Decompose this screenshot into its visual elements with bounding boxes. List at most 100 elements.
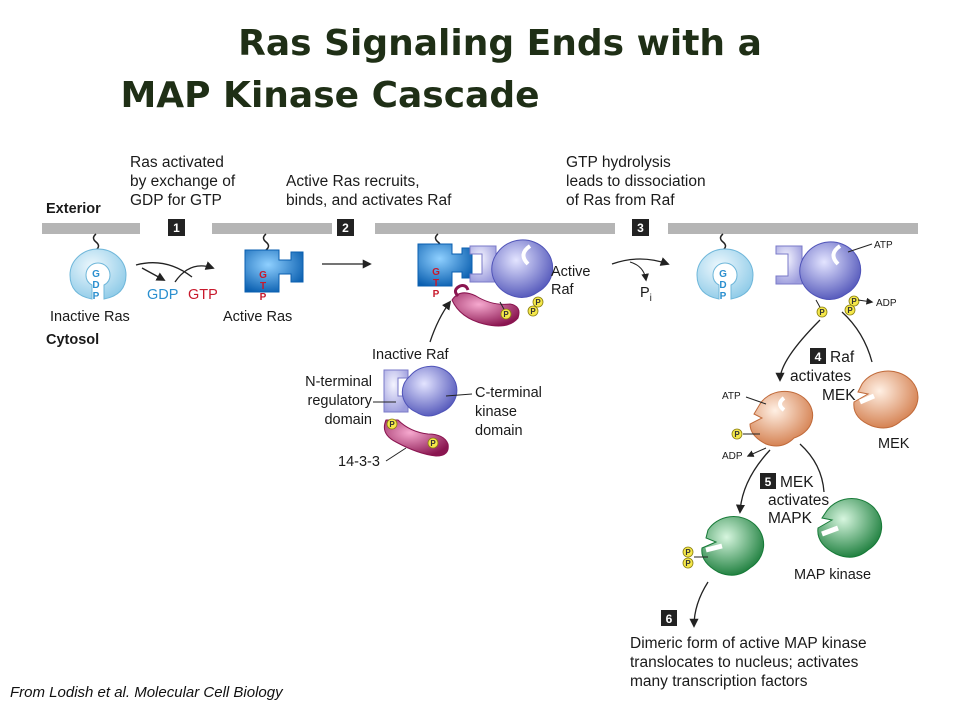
step-2-caption: Active Ras recruits, binds, and activate… [286, 173, 452, 209]
svg-text:MEK: MEK [822, 387, 856, 404]
step-1-caption: Ras activated by exchange of GDP for GTP [130, 154, 236, 209]
svg-text:regulatory: regulatory [308, 393, 373, 409]
membrane-segment [42, 223, 140, 234]
atp-leader-mek [745, 396, 767, 405]
membrane-segment [212, 223, 332, 234]
svg-text:P: P [847, 306, 853, 315]
svg-text:P: P [819, 308, 825, 317]
title-line-1: Ras Signaling Ends with a [238, 23, 762, 64]
svg-text:P: P [430, 439, 436, 448]
step-6-badge: 6 [661, 610, 677, 626]
svg-text:kinase: kinase [475, 404, 517, 420]
step-6-caption: Dimeric form of active MAP kinase transl… [630, 635, 867, 690]
inactive-ras-label: Inactive Ras [50, 309, 130, 325]
inactive-ras-released: G D P [696, 233, 754, 302]
svg-text:2: 2 [342, 221, 349, 235]
active-raf-label-2: Raf [551, 282, 575, 298]
raf-recruit-arrow [429, 300, 452, 343]
gdp-out-arrow [135, 262, 193, 278]
svg-text:binds, and activates Raf: binds, and activates Raf [286, 192, 452, 209]
svg-text:P: P [734, 430, 740, 439]
svg-text:domain: domain [324, 412, 372, 428]
svg-text:1: 1 [173, 221, 180, 235]
mapk-inactive [817, 498, 883, 558]
n-terminal-label: N-terminal regulatory domain [305, 374, 373, 428]
step-1-badge: 1 [168, 219, 185, 236]
svg-text:G: G [719, 269, 727, 280]
svg-text:5: 5 [765, 475, 772, 489]
svg-text:G: G [92, 269, 100, 280]
adp-arrow-raf [857, 297, 874, 305]
svg-text:P: P [535, 298, 541, 307]
svg-text:P: P [720, 291, 727, 302]
svg-text:Dimeric form of active MAP kin: Dimeric form of active MAP kinase [630, 635, 867, 652]
step-5-badge: 5 [760, 473, 776, 489]
source-credit: From Lodish et al. Molecular Cell Biolog… [10, 684, 283, 701]
svg-text:MAPK: MAPK [768, 510, 813, 527]
svg-text:P: P [530, 307, 536, 316]
step-2-badge: 2 [337, 219, 354, 236]
svg-text:Ras activated: Ras activated [130, 154, 224, 171]
step-4-badge: 4 [810, 348, 826, 364]
atp-label-raf: ATP [874, 240, 893, 251]
step-3-badge: 3 [632, 219, 649, 236]
svg-text:many transcription factors: many transcription factors [630, 673, 808, 690]
protein-1433-leader [385, 447, 407, 462]
step-5-caption: MEK activates MAPK [768, 474, 829, 527]
membrane-segment [668, 223, 918, 234]
svg-text:C-terminal: C-terminal [475, 385, 542, 401]
page-title: Ras Signaling Ends with a MAP Kinase Cas… [0, 18, 960, 122]
active-ras: G T P [244, 233, 304, 303]
gtp-label: GTP [188, 287, 218, 303]
atp-label-mek: ATP [722, 391, 741, 402]
svg-text:P: P [685, 548, 691, 557]
gtp-in-arrow [174, 261, 215, 283]
svg-text:4: 4 [815, 350, 822, 364]
svg-text:GDP for GTP: GDP for GTP [130, 192, 222, 209]
svg-text:translocates to nucleus; activ: translocates to nucleus; activates [630, 654, 859, 671]
inactive-raf: P P [383, 365, 458, 457]
hydrolysis-arrow [611, 257, 670, 266]
svg-text:G: G [432, 267, 440, 278]
active-raf-free: P P P [775, 241, 862, 318]
svg-text:activates: activates [768, 492, 829, 509]
mek-loop-line [841, 311, 873, 363]
svg-text:P: P [93, 291, 100, 302]
mek-inactive [853, 370, 919, 429]
c-terminal-label: C-terminal kinase domain [475, 385, 542, 439]
mapk-active: P P [682, 516, 765, 576]
svg-text:activates: activates [790, 368, 851, 385]
phosphate-group: P P P [499, 296, 544, 320]
ras-raf-complex: G T P P P P [417, 233, 554, 327]
protein-1433-label: 14-3-3 [338, 454, 380, 470]
adp-label-mek: ADP [722, 451, 743, 462]
svg-text:6: 6 [666, 612, 673, 626]
membrane [42, 223, 918, 234]
inactive-raf-label: Inactive Raf [372, 347, 450, 363]
mapk-loop-line [799, 443, 825, 493]
svg-text:T: T [260, 281, 266, 292]
svg-text:T: T [433, 278, 439, 289]
svg-text:Active Ras recruits,: Active Ras recruits, [286, 173, 420, 190]
svg-text:Raf: Raf [830, 349, 855, 366]
svg-text:P: P [260, 292, 267, 303]
active-ras-label: Active Ras [223, 309, 292, 325]
exterior-label: Exterior [46, 201, 101, 217]
atp-leader-raf [847, 243, 873, 253]
membrane-segment [375, 223, 615, 234]
svg-text:by exchange of: by exchange of [130, 173, 236, 190]
mek-label: MEK [878, 436, 910, 452]
exchange-arrow [141, 267, 166, 281]
c-terminal-leader [445, 393, 473, 397]
svg-text:MEK: MEK [780, 474, 814, 491]
mek-active [749, 390, 814, 447]
svg-text:P: P [685, 559, 691, 568]
pi-label: Pi [640, 285, 652, 304]
svg-text:3: 3 [637, 221, 644, 235]
gdp-label: GDP [147, 287, 178, 303]
pi-release-arrow [629, 261, 649, 282]
svg-text:leads to dissociation: leads to dissociation [566, 173, 706, 190]
adp-label-raf: ADP [876, 298, 897, 309]
inactive-ras: G D P [69, 233, 127, 302]
